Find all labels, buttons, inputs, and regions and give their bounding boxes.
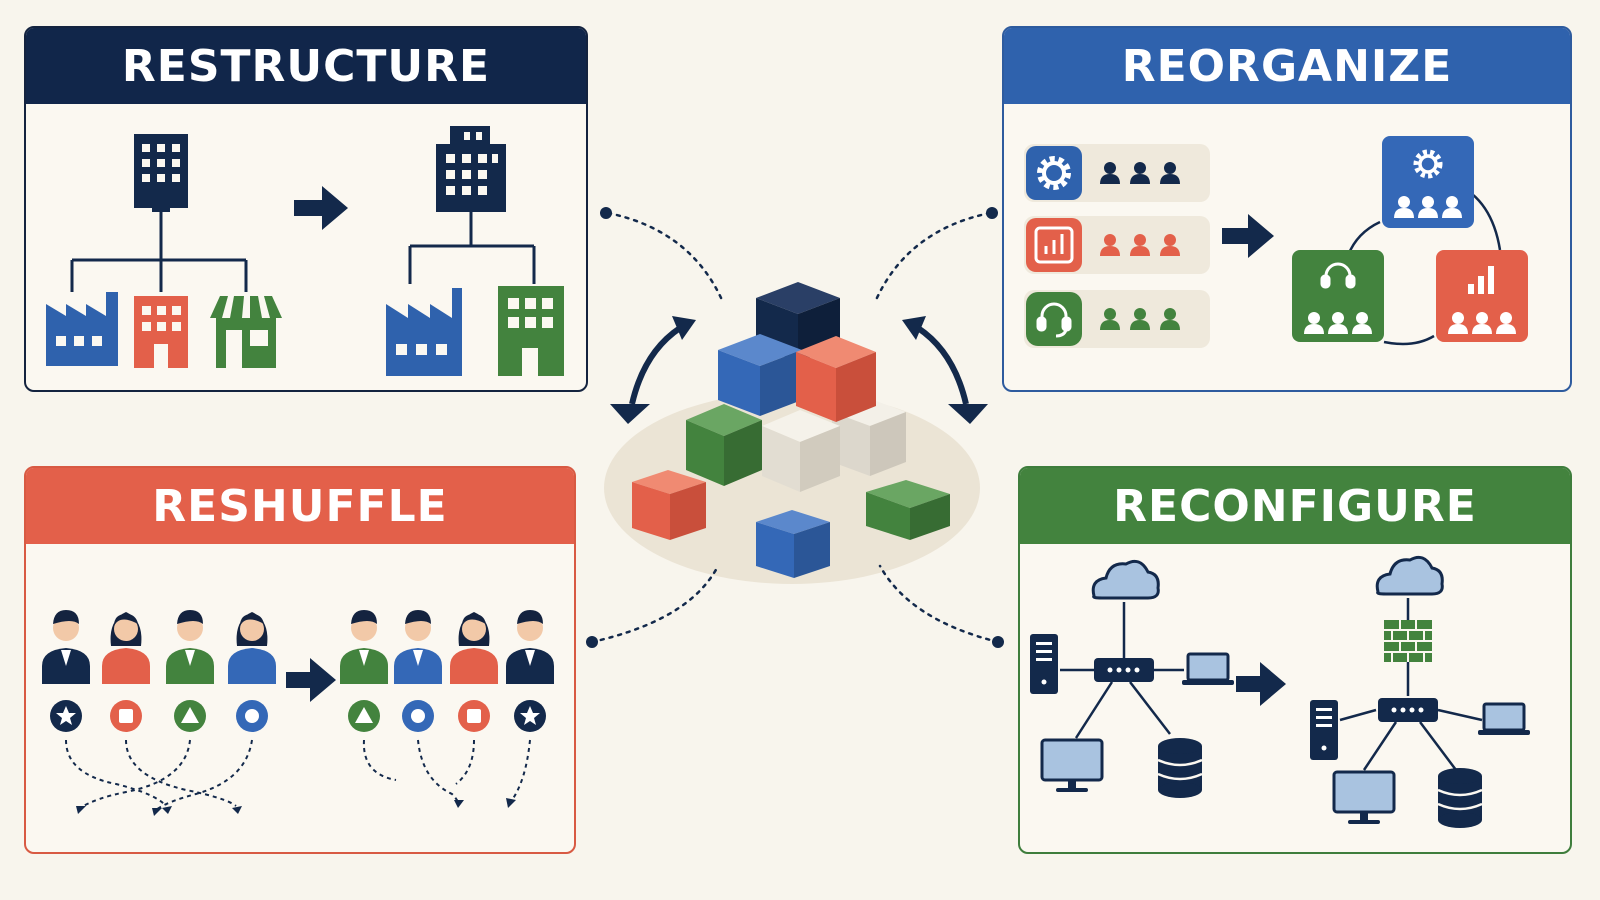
office-building-icon	[436, 126, 506, 212]
bar-chart-icon	[1034, 226, 1074, 264]
gear-icon	[1037, 156, 1071, 190]
team-box	[1382, 136, 1474, 228]
reorganize-panel: REORGANIZE	[1002, 26, 1572, 392]
block-shadow	[604, 392, 980, 584]
person-icon	[228, 612, 276, 684]
reconfigure-panel: RECONFIGURE	[1018, 466, 1572, 854]
team-icon	[1100, 308, 1180, 330]
block	[866, 480, 950, 540]
server-icon	[1030, 634, 1058, 694]
laptop-icon	[1180, 652, 1236, 687]
monitor-icon	[1040, 738, 1104, 794]
network-switch-icon	[1378, 698, 1438, 722]
reorganize-title: REORGANIZE	[1004, 28, 1570, 104]
block	[686, 404, 762, 486]
monitor-icon	[1332, 770, 1396, 826]
team-box	[1436, 250, 1528, 342]
block	[756, 282, 840, 362]
arrowhead	[610, 404, 650, 424]
reshuffle-title: RESHUFFLE	[26, 468, 574, 544]
curved-double-arrow-icon	[916, 325, 969, 405]
team-box	[1292, 250, 1384, 342]
bar-chart-icon	[1468, 266, 1494, 294]
arrow-right-icon	[1236, 662, 1286, 706]
block	[632, 470, 706, 540]
restructure-panel: RESTRUCTURE	[24, 26, 588, 392]
shuffle-path	[362, 739, 531, 803]
circle-icon	[236, 700, 268, 732]
org-connector	[408, 212, 536, 284]
network-link	[1060, 602, 1184, 739]
circle-icon	[402, 700, 434, 732]
arrow-right-icon	[294, 186, 348, 230]
cloud-icon	[1091, 559, 1160, 600]
shop-awning-icon	[210, 296, 282, 368]
gear-icon	[1413, 149, 1443, 179]
square-icon	[458, 700, 490, 732]
star-icon	[50, 700, 82, 732]
square-icon	[110, 700, 142, 732]
reshuffle-panel: RESHUFFLE	[24, 466, 576, 854]
block	[756, 510, 830, 578]
cloud-icon	[1375, 555, 1444, 596]
reconfigure-illustration	[1030, 555, 1532, 830]
curved-double-arrow-icon	[629, 325, 682, 405]
person-icon	[506, 610, 554, 684]
network-link	[1339, 598, 1483, 771]
laptop-icon	[1476, 702, 1532, 737]
arrow-right-icon	[286, 658, 336, 702]
office-building-icon	[134, 134, 188, 212]
office-building-icon	[134, 296, 188, 368]
person-icon	[102, 612, 150, 684]
building-blocks-icon	[632, 282, 950, 578]
arrowhead	[76, 806, 242, 816]
reconfigure-title: RECONFIGURE	[1020, 468, 1570, 544]
arrowhead	[902, 316, 926, 340]
person-icon	[394, 610, 442, 684]
person-icon	[450, 612, 498, 684]
block	[718, 334, 802, 416]
restructure-illustration	[46, 126, 564, 376]
restructure-title: RESTRUCTURE	[26, 28, 586, 104]
database-icon	[1436, 766, 1484, 830]
person-icon	[42, 610, 90, 684]
team-icon	[1448, 312, 1516, 334]
person-icon	[166, 610, 214, 684]
department-row	[1024, 290, 1210, 348]
shuffle-path	[65, 739, 253, 811]
team-icon	[1100, 162, 1180, 184]
team-icon	[1394, 196, 1462, 218]
department-row	[1024, 216, 1210, 274]
database-icon	[1156, 736, 1204, 800]
factory-icon	[386, 288, 462, 376]
network-switch-icon	[1094, 658, 1154, 682]
block	[832, 398, 906, 476]
block	[762, 410, 840, 492]
reorganize-illustration	[1024, 136, 1528, 348]
reshuffle-illustration	[42, 610, 554, 816]
team-icon	[1304, 312, 1372, 334]
org-connector	[70, 212, 248, 292]
arrowhead	[454, 798, 516, 808]
dotted-connector	[590, 211, 1000, 644]
office-building-icon	[498, 286, 564, 376]
factory-icon	[46, 292, 118, 366]
star-icon	[514, 700, 546, 732]
block	[796, 336, 876, 422]
arrow-right-icon	[1222, 214, 1274, 258]
firewall-icon	[1384, 620, 1432, 662]
arrowhead	[948, 404, 988, 424]
triangle-icon	[174, 700, 206, 732]
connector-dot	[586, 207, 1004, 648]
department-row	[1024, 144, 1210, 202]
person-icon	[340, 610, 388, 684]
headset-icon	[1036, 302, 1072, 338]
server-icon	[1310, 700, 1338, 760]
team-icon	[1100, 234, 1180, 256]
triangle-icon	[348, 700, 380, 732]
headset-icon	[1320, 262, 1356, 289]
arrowhead	[672, 316, 696, 340]
